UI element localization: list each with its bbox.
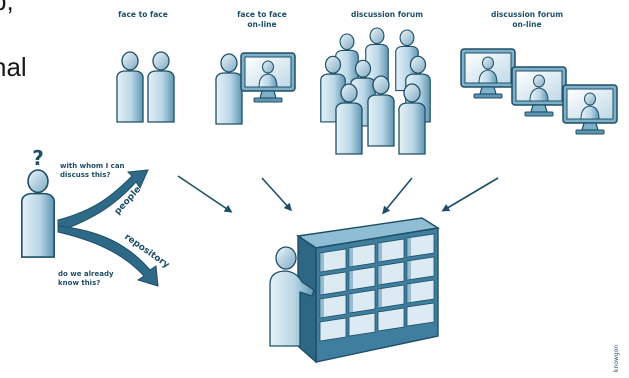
slide-text-line-1: p, [0,0,14,16]
column-label-discussion-forum-online-line-2: on-line [512,20,541,29]
column-label-face-to-face-online-line-2: on-line [247,20,276,29]
people-path-arrow [57,169,149,233]
column-label-face-to-face-online: face to face [237,10,287,19]
discussion-forum-crowd-icon [320,27,431,155]
column-label-discussion-forum: discussion forum [351,10,423,19]
questioning-person-icon [20,169,56,258]
repository-path-arrow [57,225,159,287]
column-label-face-to-face: face to face [118,10,168,19]
question-know-line-1: do we already [58,270,114,278]
column-label-discussion-forum-online: discussion forum [491,10,563,19]
repository-shelf-icon [296,217,440,364]
slide-text-line-2: nal [0,52,27,82]
discussion-forum-online-monitors-icon [460,48,618,135]
question-who-line-2: discuss this? [60,171,110,179]
face-to-face-online-icon [215,52,296,125]
question-know-line-2: know this? [58,279,100,287]
credit-text: knowgon [613,345,620,372]
face-to-face-people-icon [116,51,175,123]
question-who-line-1: with whom I can [60,162,125,170]
person-at-repository-icon [269,246,315,347]
question-mark: ? [32,146,44,170]
converging-arrows [177,175,499,215]
